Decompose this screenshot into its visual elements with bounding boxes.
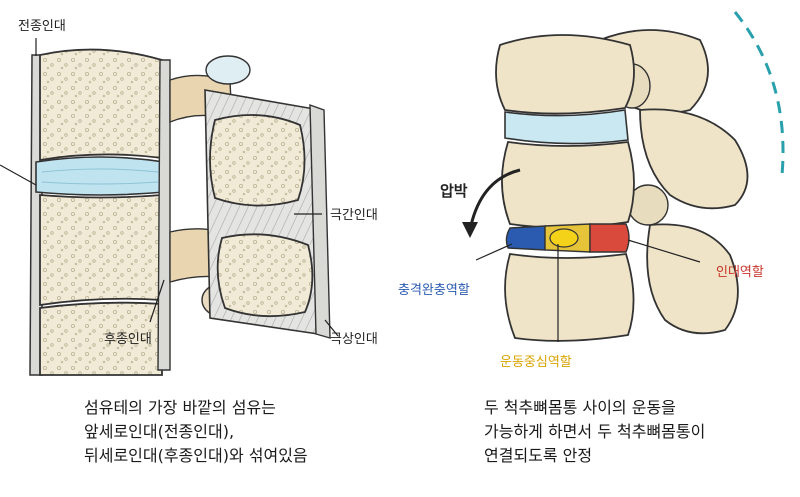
- motion-arc: [733, 11, 785, 176]
- posterior-ligament-strip: [157, 59, 171, 371]
- right-caption: 두 척추뼈몸통 사이의 운동을 가능하게 하면서 두 척추뼈몸통이 연결되도록 …: [484, 396, 705, 468]
- upper-spinous-process: [209, 114, 306, 207]
- lower-vertebral-body: [39, 194, 163, 307]
- right-leader-lines: [475, 239, 701, 342]
- disc-posterior-zone: [589, 223, 630, 253]
- right-caption-line: 두 척추뼈몸통 사이의 운동을: [484, 398, 676, 417]
- left-caption-line: 섬유테의 가장 바깥의 섬유는: [84, 398, 276, 417]
- compression-label: 압박: [440, 182, 468, 200]
- intervertebral-disc: [35, 156, 165, 196]
- ligament-role-label: 인대역할: [716, 265, 764, 280]
- upper-spinous-process-right: [639, 108, 749, 210]
- supraspinous-ligament-strip: [309, 103, 331, 339]
- lower-spinous-process: [216, 233, 314, 318]
- disc-anterior-zone: [505, 225, 546, 251]
- upper-vertebral-body: [39, 48, 163, 162]
- left-caption-line: 앞세로인대(전종인대),: [84, 422, 235, 441]
- left-spine-section: [29, 48, 331, 376]
- lower-spinous-process-right: [646, 223, 739, 335]
- upper-disc-right: [504, 109, 629, 145]
- shock-absorption-label: 충격완충역할: [398, 283, 470, 298]
- right-spine-section: [462, 11, 785, 342]
- anterior-ligament-label: 전종인대: [18, 19, 66, 34]
- middle-vertebral-body-right: [501, 141, 635, 229]
- compression-arrow: [468, 168, 521, 231]
- left-caption: 섬유테의 가장 바깥의 섬유는 앞세로인대(전종인대), 뒤세로인대(후종인대)…: [84, 396, 308, 468]
- right-caption-line: 가능하게 하면서 두 척추뼈몸통이: [484, 422, 706, 441]
- upper-vertebral-body-right: [495, 34, 635, 115]
- posterior-ligament-label: 후종인대: [104, 332, 152, 347]
- nucleus-pulposus: [549, 228, 579, 248]
- supraspinous-ligament-label: 극상인대: [330, 332, 378, 347]
- interspinous-ligament-label: 극간인대: [330, 208, 378, 223]
- lower-vertebral-body-right: [504, 252, 635, 342]
- left-leader-lines: [0, 38, 339, 337]
- movement-center-label: 운동중심역할: [500, 355, 572, 370]
- right-caption-line: 연결되도록 안정: [484, 446, 593, 465]
- left-caption-line: 뒤세로인대(후종인대)와 섞여있음: [84, 446, 308, 465]
